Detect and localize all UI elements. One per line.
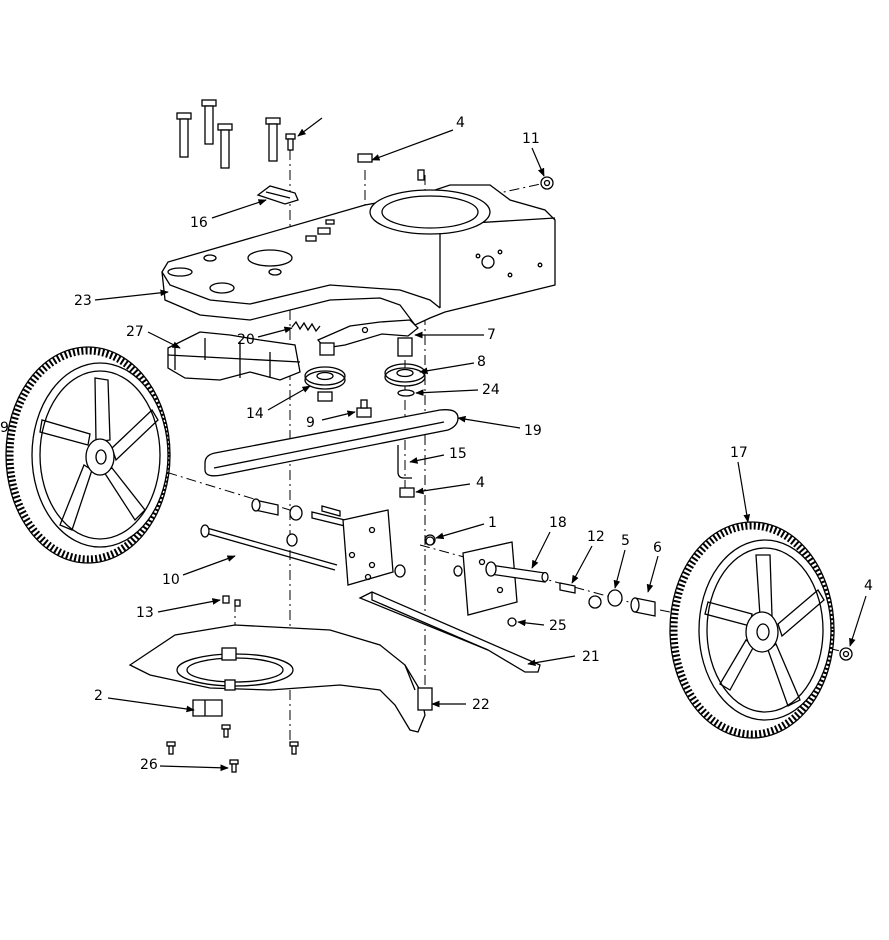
callout-4-right: 4 bbox=[864, 578, 873, 594]
callout-27: 27 bbox=[126, 324, 144, 340]
callout-17: 17 bbox=[730, 445, 748, 461]
callout-8: 8 bbox=[477, 354, 486, 370]
part-18-axle-shaft bbox=[485, 561, 549, 583]
axle-spacers bbox=[251, 498, 463, 578]
left-wheel bbox=[5, 346, 171, 564]
right-axle-plate bbox=[462, 541, 518, 616]
callout-10: 10 bbox=[162, 572, 180, 588]
part-2-bracket bbox=[192, 699, 223, 717]
callout-partial-9: 9 bbox=[0, 420, 9, 436]
callout-4-mid: 4 bbox=[476, 475, 485, 491]
part-7-idler-arm bbox=[316, 319, 419, 357]
part-9-bolt bbox=[356, 399, 372, 418]
part-19-belt bbox=[204, 409, 459, 477]
callout-25: 25 bbox=[549, 618, 567, 634]
callout-16: 16 bbox=[190, 215, 208, 231]
callout-23: 23 bbox=[74, 293, 92, 309]
callout-11: 11 bbox=[522, 131, 540, 147]
part-14-pulley bbox=[304, 366, 346, 402]
left-axle-plate bbox=[342, 509, 394, 586]
callout-12: 12 bbox=[587, 529, 605, 545]
callout-14: 14 bbox=[246, 406, 264, 422]
part-23-deck-housing bbox=[161, 184, 556, 326]
part-16-bracket bbox=[256, 185, 299, 205]
part-8-pulley bbox=[384, 363, 426, 397]
callout-26: 26 bbox=[140, 757, 158, 773]
part-27-mount-bracket bbox=[167, 331, 301, 381]
part-10-axle-rod bbox=[200, 524, 338, 571]
part-21-guard-plate bbox=[358, 591, 541, 673]
right-wheel bbox=[669, 521, 853, 739]
callout-13: 13 bbox=[136, 605, 154, 621]
callout-18: 18 bbox=[549, 515, 567, 531]
part-11-nut bbox=[540, 176, 554, 190]
callout-20: 20 bbox=[237, 332, 255, 348]
callout-1: 1 bbox=[488, 515, 497, 531]
callout-22: 22 bbox=[472, 697, 490, 713]
top-bolts bbox=[176, 99, 425, 181]
part-20-spring bbox=[291, 320, 321, 333]
lower-deck bbox=[128, 624, 433, 733]
callout-5: 5 bbox=[621, 533, 630, 549]
callout-24: 24 bbox=[482, 382, 500, 398]
leader-lines bbox=[94, 117, 867, 772]
callout-19: 19 bbox=[524, 423, 542, 439]
callout-15: 15 bbox=[449, 446, 467, 462]
callout-6: 6 bbox=[653, 540, 662, 556]
callout-9: 9 bbox=[306, 415, 315, 431]
callout-7: 7 bbox=[487, 327, 496, 343]
callout-21: 21 bbox=[582, 649, 600, 665]
callout-4-top: 4 bbox=[456, 115, 465, 131]
callout-labels: 9 4 11 16 23 27 20 7 8 14 24 9 19 15 17 … bbox=[0, 115, 873, 773]
part-15-rod bbox=[397, 445, 415, 498]
parts-12-5-6-spacers bbox=[559, 582, 656, 617]
small-fasteners bbox=[166, 536, 517, 773]
callout-2: 2 bbox=[94, 688, 103, 704]
